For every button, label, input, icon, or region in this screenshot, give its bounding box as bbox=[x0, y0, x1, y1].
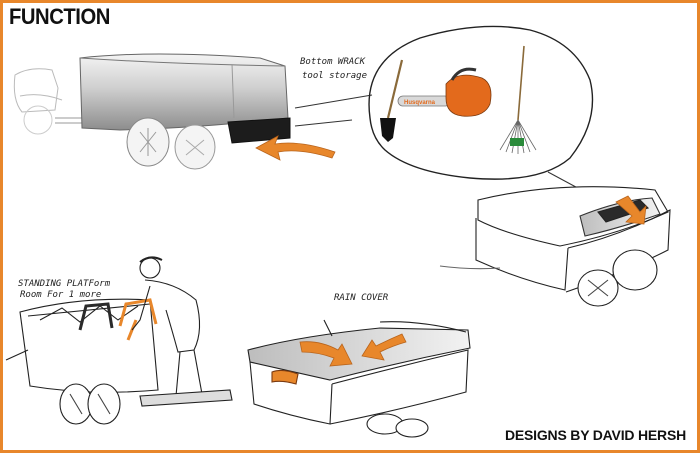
rake-icon bbox=[499, 45, 537, 154]
platform-label-line1: STANDING PLATForm bbox=[18, 279, 111, 289]
chainsaw-brand: Husqvarna bbox=[404, 100, 436, 106]
shovel-icon bbox=[380, 59, 404, 142]
rain-cover-sketch bbox=[247, 319, 471, 438]
rain-cover-label: RAIN COVER bbox=[334, 293, 389, 303]
tool-bubble: Husqvarna bbox=[368, 25, 601, 201]
platform-label-line2: Room For 1 more bbox=[20, 290, 101, 300]
orange-arrow-rack bbox=[255, 135, 336, 161]
orange-arrow-cover-2 bbox=[361, 333, 407, 361]
orange-arrow-open bbox=[615, 195, 647, 225]
open-trailer-sketch bbox=[439, 186, 671, 307]
standing-platform-sketch bbox=[5, 256, 233, 425]
orange-arrow-cover-1 bbox=[299, 341, 353, 367]
trailer-sketch-top bbox=[13, 53, 373, 170]
storage-label-line1: Bottom WRACK bbox=[300, 57, 366, 67]
storage-label-line2: tool storage bbox=[302, 71, 367, 81]
page-title: FUNCTION bbox=[9, 4, 110, 29]
designer-credit: DESIGNS BY DAVID HERSH bbox=[504, 427, 686, 443]
chainsaw-icon: Husqvarna bbox=[397, 67, 492, 117]
